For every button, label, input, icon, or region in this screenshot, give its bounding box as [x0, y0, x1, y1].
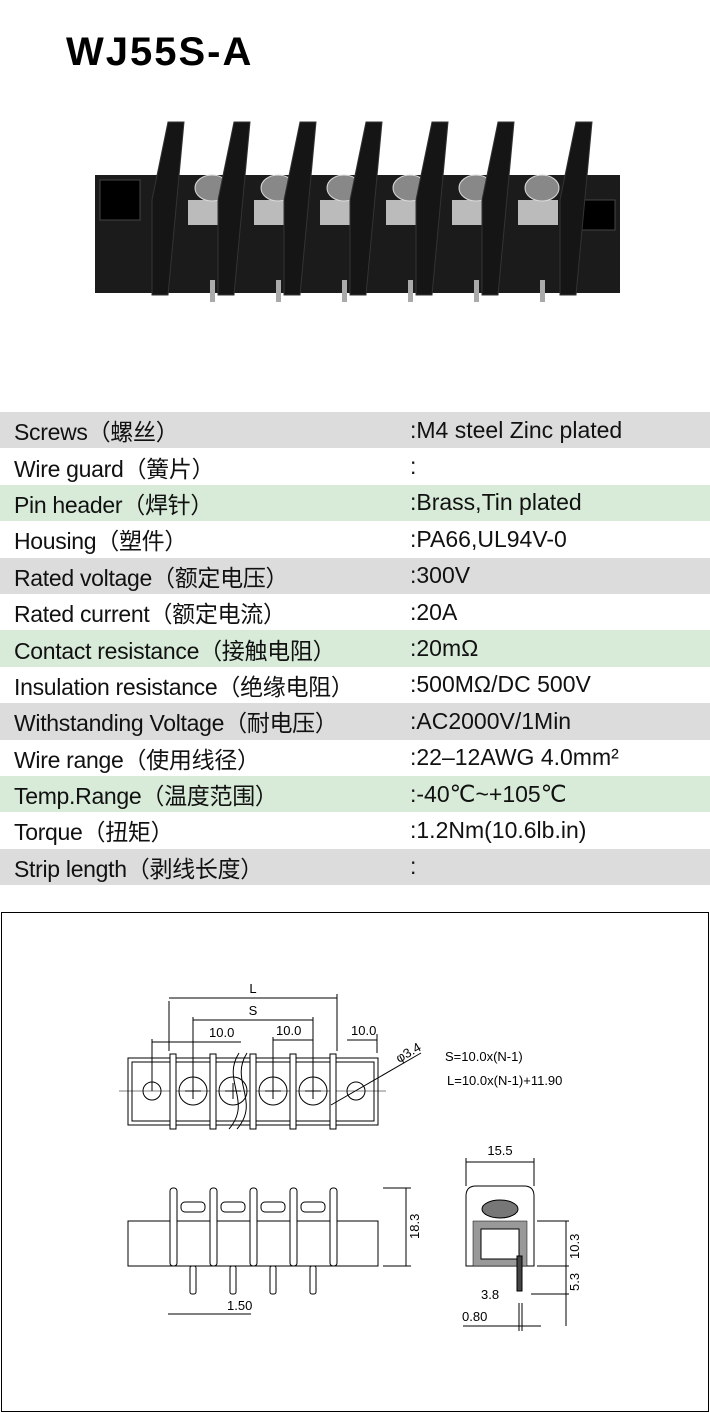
spec-row: Contact resistance（接触电阻） :20mΩ: [0, 630, 710, 667]
spec-value: :1.2Nm(10.6lb.in): [410, 816, 587, 843]
spec-label: Temp.Range（温度范围）: [14, 783, 278, 810]
barrier: [169, 1187, 178, 1267]
spec-row: Rated voltage（额定电压） :300V: [0, 557, 710, 594]
barrier: [481, 121, 515, 296]
barrier: [169, 1053, 177, 1130]
spec-label: Pin header（焊针）: [14, 491, 214, 518]
spec-value: :: [410, 853, 417, 880]
dim-pin-length: 5.3: [567, 1273, 582, 1291]
barrier: [415, 121, 449, 296]
pin: [210, 280, 215, 302]
spec-row: Strip length（剥线长度）:: [0, 848, 710, 886]
barrier: [289, 1053, 297, 1130]
pin: [342, 280, 347, 302]
spec-value: :20A: [410, 598, 458, 625]
spec-label: Housing（塑件）: [14, 528, 188, 555]
technical-drawing: L S 10.0 10.0 10.0 φ3.4 S=10.0x(N-1) L=1…: [1, 912, 709, 1412]
pin: [474, 280, 479, 302]
spec-row: Wire guard（簧片）:: [0, 448, 710, 484]
spec-label: Contact resistance（接触电阻）: [14, 637, 336, 664]
barrier: [289, 1187, 298, 1267]
spec-value: :AC2000V/1Min: [410, 707, 572, 734]
pin: [276, 280, 281, 302]
spec-row: Screws（螺丝） :M4 steel Zinc plated: [0, 412, 710, 449]
spec-value: :-40℃~+105℃: [410, 780, 567, 807]
dim-body-height: 10.3: [567, 1234, 582, 1259]
dim-pitch-2: 10.0: [276, 1023, 301, 1038]
spec-value: :PA66,UL94V-0: [410, 525, 567, 552]
spec-label: Insulation resistance（绝缘电阻）: [14, 673, 354, 700]
spec-label: Screws（螺丝）: [14, 419, 179, 446]
pin: [269, 1265, 277, 1295]
formula-s: S=10.0x(N-1): [445, 1049, 523, 1064]
dim-3-8: 3.8: [481, 1287, 499, 1302]
pin: [540, 280, 545, 302]
formula-l: L=10.0x(N-1)+11.90: [447, 1073, 562, 1088]
spec-label: Rated voltage（额定电压）: [14, 564, 289, 591]
dim-height: 18.3: [407, 1214, 422, 1239]
spec-row: Wire range（使用线径） :22–12AWG 4.0mm²: [0, 740, 710, 776]
spec-label: Wire guard（簧片）: [14, 455, 215, 482]
barrier: [329, 1187, 338, 1267]
top-view: L S 10.0 10.0 10.0 φ3.4: [119, 981, 423, 1130]
barrier: [349, 121, 383, 296]
spec-value: :500MΩ/DC 500V: [410, 671, 591, 698]
barrier: [329, 1053, 337, 1130]
barrier: [217, 121, 251, 296]
screw-icon: [524, 174, 560, 202]
spec-row: Rated current（额定电流） :20A: [0, 594, 710, 630]
pin: [408, 280, 413, 302]
pin: [229, 1265, 237, 1295]
dim-pitch-1: 10.0: [209, 1025, 234, 1040]
spec-row: Housing（塑件） :PA66,UL94V-0: [0, 521, 710, 557]
pin: [309, 1265, 317, 1295]
spec-row: Pin header（焊针） :Brass,Tin plated: [0, 484, 710, 522]
barrier: [283, 121, 317, 296]
dim-s: S: [249, 1003, 258, 1018]
terminal-plate: [518, 200, 558, 225]
pin: [189, 1265, 197, 1295]
barrier: [151, 121, 185, 296]
dim-hole: φ3.4: [393, 1039, 423, 1065]
spec-value: :Brass,Tin plated: [410, 489, 582, 516]
screw-head: [300, 1201, 326, 1213]
side-view: 18.3 1.50: [127, 1187, 422, 1315]
screw-head: [220, 1201, 246, 1213]
spec-label: Strip length（剥线长度）: [14, 855, 263, 882]
spec-value: :20mΩ: [410, 635, 479, 662]
dim-pin-offset: 1.50: [227, 1298, 252, 1313]
spec-label: Withstanding Voltage（耐电压）: [14, 710, 338, 737]
spec-value: :M4 steel Zinc plated: [410, 416, 623, 443]
barrier: [559, 121, 593, 296]
spec-value: :300V: [410, 562, 471, 589]
spec-label: Rated current（额定电流）: [14, 601, 286, 628]
spec-label: Torque（扭矩）: [14, 819, 174, 846]
end-view: 15.5 10.3 5.3 3.8 0.80: [462, 1143, 582, 1331]
dim-pin-width: 0.80: [462, 1309, 487, 1324]
dim-l: L: [249, 981, 256, 996]
barrier: [209, 1187, 218, 1267]
barrier: [249, 1187, 258, 1267]
spec-row: Withstanding Voltage（耐电压） :AC2000V/1Min: [0, 703, 710, 740]
spec-row: Torque（扭矩） :1.2Nm(10.6lb.in): [0, 812, 710, 848]
spec-row: Temp.Range（温度范围） :-40℃~+105℃: [0, 775, 710, 813]
screw-head: [260, 1201, 286, 1213]
spec-value: :: [410, 453, 417, 480]
mount-hole-left: [99, 179, 141, 221]
screw-icon: [218, 1076, 248, 1106]
dim-width: 15.5: [487, 1143, 512, 1158]
dim-pitch-3: 10.0: [351, 1023, 376, 1038]
product-photo: [95, 121, 620, 302]
spec-value: :22–12AWG 4.0mm²: [410, 744, 619, 771]
screw-head: [180, 1201, 206, 1213]
spec-label: Wire range（使用线径）: [14, 746, 260, 773]
barrier: [209, 1053, 217, 1130]
spec-row: Insulation resistance（绝缘电阻） :500MΩ/DC 500…: [0, 667, 710, 703]
barrier: [249, 1053, 257, 1130]
product-title: WJ55S-A: [66, 30, 254, 74]
